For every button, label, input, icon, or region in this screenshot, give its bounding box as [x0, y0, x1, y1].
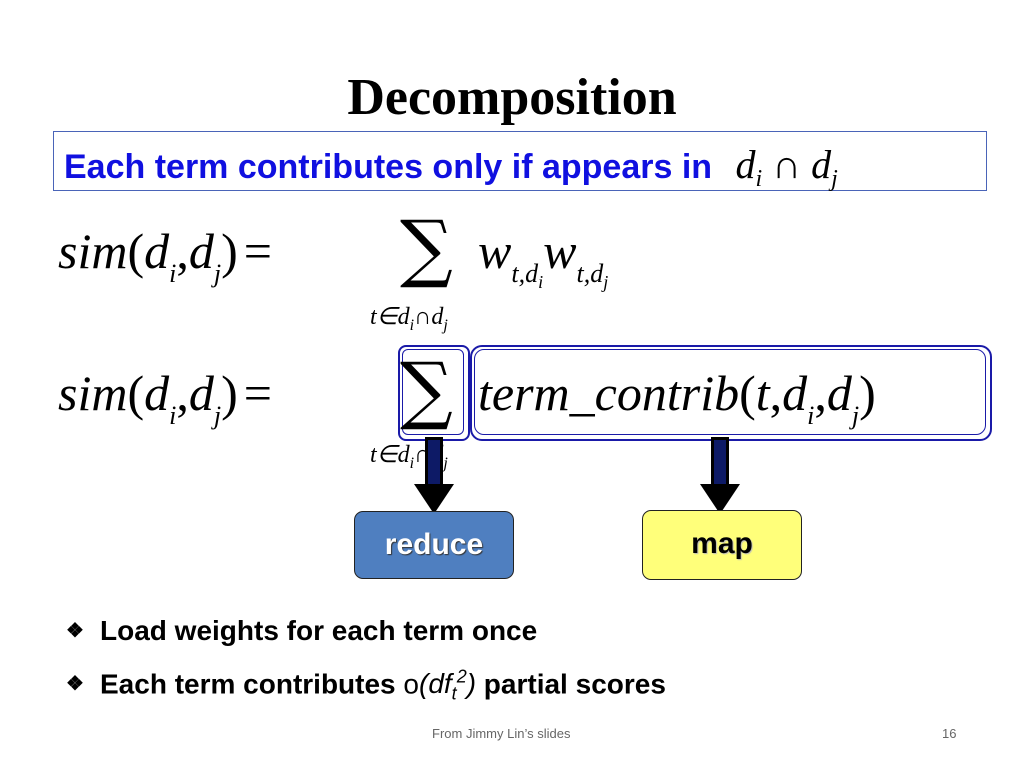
term-highlight-box-inner — [474, 349, 986, 435]
eq1-limit-cap: ∩d — [414, 304, 444, 330]
eq2-open: ( — [127, 365, 145, 421]
equation-2: sim(di,dj)= — [58, 364, 272, 430]
bullet-2: ❖ Each term contributes o(dft2) partial s… — [66, 667, 666, 705]
slide-title: Decomposition — [347, 69, 677, 126]
eq2-term-comma: , — [769, 365, 783, 421]
eq2-limit-main: t∈d — [370, 442, 410, 468]
eq1-sub-i: i — [169, 259, 177, 288]
eq1-d2: d — [188, 223, 214, 279]
eq2-term-comma2: , — [814, 365, 827, 421]
eq1-fn: sim — [58, 223, 128, 279]
eq2-d2: d — [188, 365, 214, 421]
eq2-limit-i: i — [409, 455, 415, 472]
formula-d2: d — [811, 142, 832, 187]
eq2-term-d2: d — [826, 365, 852, 421]
eq1-w2-sub: t,d — [576, 259, 604, 288]
bullet-2-paren-close: ) — [466, 668, 477, 700]
callout-text: Each term contributes only if appears in… — [64, 141, 838, 192]
eq1-sum-limit: t∈di∩dj — [370, 302, 448, 334]
eq1-equals: = — [243, 223, 272, 279]
callout-formula: di ∩ dj — [735, 142, 838, 192]
eq1-weights: wt,diwt,dj — [478, 222, 608, 292]
eq1-open: ( — [127, 223, 145, 279]
eq1-w1-sub-i: i — [538, 272, 544, 292]
eq2-limit-j: j — [443, 455, 448, 472]
bullet-2-tail: partial scores — [476, 668, 666, 700]
term-highlight-box — [470, 345, 992, 441]
callout-box — [53, 131, 987, 191]
equation-1: sim(di,dj)= — [58, 222, 272, 288]
eq1-w1: w — [478, 223, 512, 279]
bullet-1-text: Load weights for each term once — [100, 615, 538, 646]
bullet-2-sub-t: t — [451, 683, 457, 704]
diamond-bullet-icon: ❖ — [66, 673, 84, 696]
reduce-label: reduce — [354, 511, 514, 579]
bullet-2-df: df — [428, 668, 452, 700]
eq1-limit-j: j — [443, 317, 448, 334]
callout-label: Each term contributes only if appears in — [64, 148, 713, 186]
formula-sub-i: i — [755, 166, 763, 192]
bullet-2-sup-2: 2 — [456, 667, 467, 687]
bullet-2-text: Each term contributes — [100, 668, 404, 700]
eq2-sub-j: j — [213, 401, 222, 430]
eq1-w1-sub: t,d — [511, 259, 539, 288]
eq2-close: ) — [221, 365, 238, 421]
map-label: map — [642, 510, 802, 580]
eq1-limit-i: i — [409, 317, 415, 334]
eq2-comma: , — [176, 365, 189, 421]
eq2-term-d: d — [782, 365, 808, 421]
eq1-w2: w — [543, 223, 577, 279]
eq1-d: d — [144, 223, 170, 279]
diamond-bullet-icon: ❖ — [66, 620, 84, 642]
formula-sub-j: j — [831, 166, 838, 192]
eq2-d: d — [144, 365, 170, 421]
bullet-1: ❖ Load weights for each term once — [66, 615, 537, 647]
eq1-close: ) — [221, 223, 238, 279]
arrow-down-icon-map — [700, 437, 740, 514]
eq2-term-close: ) — [859, 365, 876, 421]
eq2-sum-symbol: ∑ — [400, 347, 453, 433]
eq2-term-contrib: term_contrib(t,di,dj) — [478, 364, 876, 430]
arrow-down-icon-reduce — [414, 437, 454, 514]
footer-credit: From Jimmy Lin’s slides — [432, 726, 571, 741]
eq1-limit-main: t∈d — [370, 304, 410, 330]
bullet-2-o: o — [403, 668, 419, 700]
formula-cap: ∩ — [772, 142, 802, 187]
eq2-term: term_contrib — [478, 365, 740, 421]
eq2-term-sub-i: i — [807, 401, 815, 430]
eq2-fn: sim — [58, 365, 128, 421]
eq1-sum-symbol: ∑ — [400, 205, 453, 291]
eq1-w2-sub-j: j — [603, 272, 609, 292]
eq2-equals: = — [243, 365, 272, 421]
bullet-2-paren-open: ( — [418, 668, 429, 700]
formula-d: d — [735, 142, 756, 187]
eq1-sub-j: j — [213, 259, 222, 288]
eq2-term-t: t — [755, 365, 770, 421]
page-number: 16 — [942, 726, 957, 741]
eq1-comma: , — [176, 223, 189, 279]
eq2-sub-i: i — [169, 401, 177, 430]
sum-highlight-box-inner — [402, 349, 464, 435]
eq2-term-sub-j: j — [851, 401, 860, 430]
eq2-term-open: ( — [739, 365, 756, 421]
bullet-2-formula: (dft2) — [418, 667, 477, 704]
